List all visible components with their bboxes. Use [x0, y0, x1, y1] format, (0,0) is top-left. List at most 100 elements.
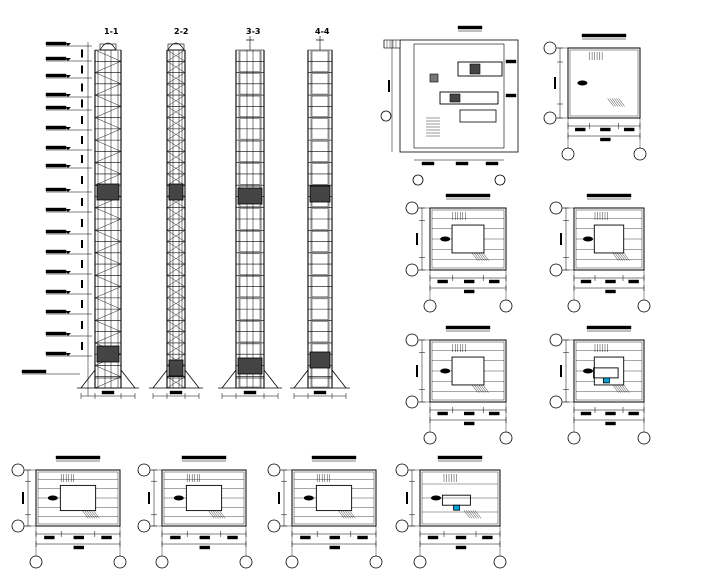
tower-brace	[166, 106, 186, 118]
tower-brace	[166, 128, 186, 141]
stair-tread	[616, 252, 624, 261]
annotation-block	[45, 229, 67, 234]
level-marker	[45, 229, 92, 235]
plan-dim-text	[580, 411, 592, 416]
annotation-block	[45, 289, 67, 294]
tower-brace	[166, 173, 186, 186]
level-text	[45, 289, 67, 294]
plan-dim-text	[455, 545, 467, 550]
level-text	[45, 331, 67, 336]
tower-brace	[166, 376, 186, 389]
annotation-block	[73, 545, 85, 550]
stair-tread	[346, 510, 354, 519]
annotation-block	[45, 125, 67, 130]
axis-bubble-left	[413, 555, 427, 569]
base-strut	[120, 369, 136, 389]
section-title-2: 2-2	[174, 27, 188, 36]
tower-brace	[166, 151, 186, 163]
floor-plans	[11, 25, 651, 569]
annotation-block	[199, 545, 211, 550]
annotation-block	[181, 455, 227, 460]
level-marker	[45, 163, 92, 169]
annotation-block	[489, 279, 500, 284]
plan-dim-text	[199, 545, 211, 550]
lift-car	[96, 345, 120, 363]
annotation-block	[505, 93, 517, 98]
stair-tread	[342, 510, 349, 519]
plan-symbol	[303, 495, 314, 501]
machine	[439, 91, 499, 105]
level-triangle	[65, 43, 71, 46]
stair-tread	[480, 252, 487, 261]
stair-tread	[616, 384, 624, 393]
core-opening	[451, 224, 485, 254]
level-marker	[45, 187, 92, 193]
annotation-block	[437, 455, 483, 460]
tower-brace	[166, 117, 186, 130]
annotation-block	[464, 289, 475, 294]
annotation-block	[580, 279, 592, 284]
plan-outline	[573, 339, 645, 403]
axis-bubble-right	[499, 431, 513, 445]
plan-machine-room	[380, 25, 519, 186]
level-marker	[45, 331, 92, 337]
base-strut	[184, 369, 200, 389]
plan-dim-text	[421, 161, 435, 166]
level-text	[45, 145, 67, 150]
tower-brace	[94, 173, 122, 186]
stair-tread	[344, 510, 351, 519]
plan-dim-text	[560, 365, 562, 377]
tower-brace	[94, 61, 122, 73]
axis-bubble-top	[405, 201, 419, 215]
annotation-block	[101, 535, 112, 540]
stair-tread	[470, 510, 477, 519]
annotation-block	[600, 127, 611, 132]
level-markers	[21, 41, 92, 396]
axis-bubble-bottom	[395, 519, 409, 533]
annotation-block	[300, 535, 311, 540]
plan-dim-text	[22, 492, 24, 504]
tower-brace	[94, 139, 122, 152]
annotation-block	[45, 145, 67, 150]
axis-bubble-bottom	[11, 519, 25, 533]
plan-dim-text	[489, 411, 500, 416]
annotation-block	[581, 33, 627, 38]
stair-tread	[618, 384, 626, 393]
stair-tread	[616, 98, 623, 107]
core-opening	[593, 224, 625, 254]
level-triangle	[65, 311, 71, 314]
axis-bubble-right	[499, 299, 513, 313]
annotation-block	[45, 249, 67, 254]
level-marker	[45, 249, 92, 255]
annotation-block	[482, 535, 493, 540]
level-text	[45, 73, 67, 78]
level-text	[45, 229, 67, 234]
tower-brace	[166, 297, 186, 310]
tower-brace	[94, 207, 122, 220]
stair-tread	[212, 510, 219, 519]
plan-symbol	[431, 495, 441, 501]
plan-typical-4	[549, 325, 651, 445]
tower-brace	[94, 297, 122, 310]
annotation-block	[357, 535, 368, 540]
stair-tread	[471, 384, 478, 393]
stair-tread	[214, 510, 221, 519]
base-strut	[263, 369, 279, 389]
axis-bubble-left	[561, 147, 575, 161]
plan-symbol	[47, 495, 58, 501]
plan-dim-text	[600, 127, 611, 132]
axis-bubble-left	[567, 431, 581, 445]
annotation-block	[437, 279, 448, 284]
plan-title	[181, 455, 227, 460]
section-title-1: 1-1	[104, 27, 119, 36]
axis-bubble-left	[423, 431, 437, 445]
plan-top-roof	[543, 33, 647, 161]
stair-tread	[478, 252, 485, 261]
base-dim-text	[169, 390, 183, 395]
annotation-block	[227, 535, 238, 540]
plan-dim-text	[464, 279, 475, 284]
tower-brace	[166, 94, 186, 107]
level-text	[45, 351, 67, 356]
stair-tread	[614, 384, 621, 393]
level-triangle	[65, 58, 71, 61]
